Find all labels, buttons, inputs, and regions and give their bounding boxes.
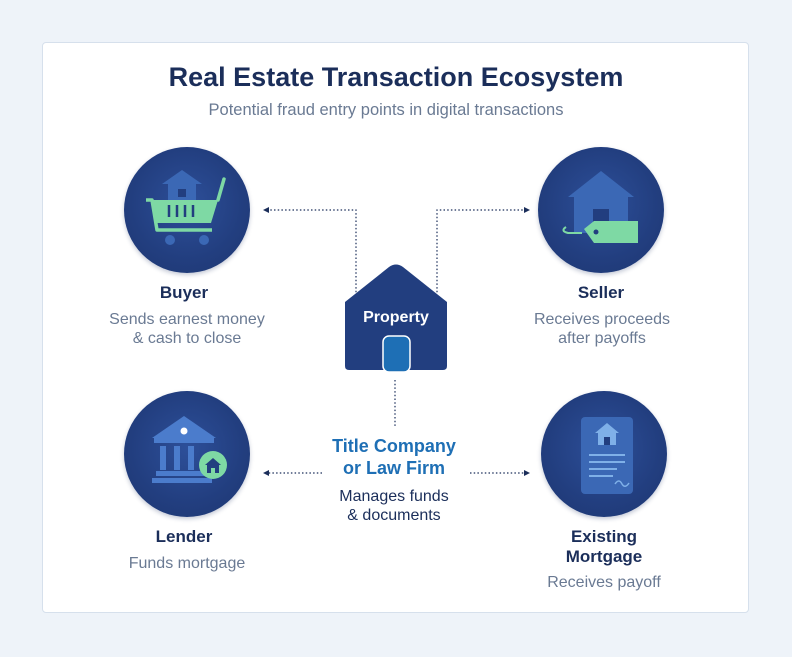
property-door-icon xyxy=(382,335,411,372)
bank-building-icon xyxy=(152,416,227,483)
lender-desc: Funds mortgage xyxy=(128,555,246,572)
buyer-label: Buyer xyxy=(159,283,209,302)
buyer-desc-line2: & cash to close xyxy=(132,330,242,347)
buyer-desc: Sends earnest money xyxy=(109,311,265,328)
property-house xyxy=(345,264,447,372)
title-company-line1: Title Company xyxy=(332,436,456,456)
existing-mortgage-label: Existing xyxy=(570,527,638,546)
diagram-title: Real Estate Transaction Ecosystem xyxy=(168,62,624,92)
existing-mortgage-label-line2: Mortgage xyxy=(565,547,643,566)
arrowhead-buyer xyxy=(263,207,269,213)
seller-label: Seller xyxy=(577,283,625,302)
lender-circle xyxy=(124,391,250,517)
house-price-tag-icon xyxy=(562,171,638,243)
title-company-desc-line2: & documents xyxy=(347,507,441,524)
title-company-label: Title Company or Law Firm xyxy=(274,435,514,479)
title-company-desc: Manages funds & documents xyxy=(274,487,514,525)
seller-desc: Receives proceeds xyxy=(533,311,671,328)
diagram-subtitle: Potential fraud entry points in digital … xyxy=(208,101,564,119)
existing-mortgage-desc: Receives payoff xyxy=(547,574,661,591)
arrowhead-lender xyxy=(263,470,269,476)
buyer-circle xyxy=(124,147,250,273)
title-company-desc-line1: Manages funds xyxy=(339,488,449,505)
seller-circle xyxy=(538,147,664,273)
arrowhead-mortgage xyxy=(524,470,530,476)
connector-property-buyer xyxy=(268,209,357,296)
property-label: Property xyxy=(363,309,429,326)
arrowhead-seller xyxy=(524,207,530,213)
connector-property-seller xyxy=(436,209,525,296)
property-house-shape xyxy=(345,264,447,370)
lender-label: Lender xyxy=(155,527,213,546)
title-company-line2: or Law Firm xyxy=(342,458,445,478)
shopping-cart-house-icon xyxy=(146,170,226,245)
mortgage-document-icon xyxy=(581,417,633,494)
seller-desc-line2: after payoffs xyxy=(558,330,646,347)
existing-mortgage-circle xyxy=(541,391,667,517)
